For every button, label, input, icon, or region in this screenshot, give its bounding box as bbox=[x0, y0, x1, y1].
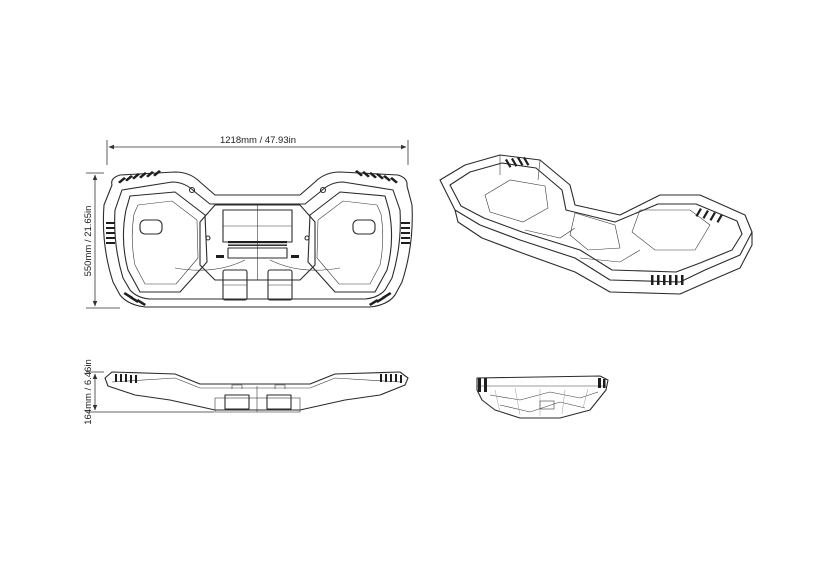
depth-label: 550mm / 21.65in bbox=[83, 206, 94, 277]
height-label: 164mm / 6.46in bbox=[83, 359, 94, 424]
height-dimension: 164mm / 6.46in bbox=[83, 359, 214, 425]
isometric-view bbox=[439, 154, 753, 295]
width-dimension: 1218mm / 47.93in bbox=[106, 135, 409, 165]
depth-dimension: 550mm / 21.65in bbox=[83, 172, 120, 309]
front-view bbox=[104, 371, 409, 413]
width-label: 1218mm / 47.93in bbox=[220, 135, 296, 146]
top-view bbox=[102, 170, 413, 308]
side-view bbox=[476, 375, 609, 419]
